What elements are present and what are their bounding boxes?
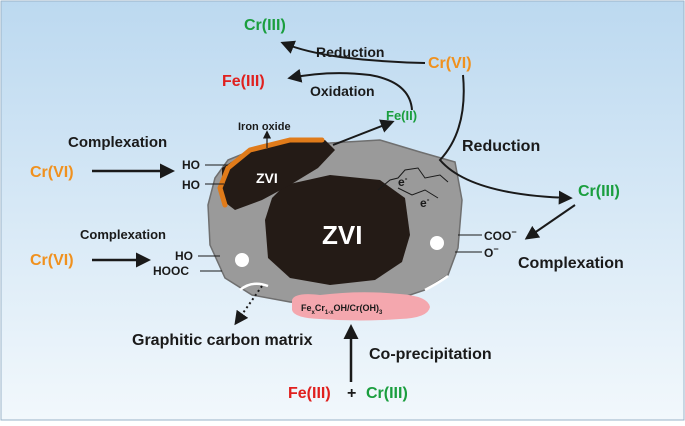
pore-right <box>430 236 444 250</box>
label-cr6-left-top: Cr(VI) <box>30 164 74 181</box>
label-complexation-right: Complexation <box>518 255 624 272</box>
arrow-cr3-complexation <box>524 204 576 240</box>
label-cr6-top: Cr(VI) <box>428 55 472 72</box>
label-complexation-left-mid: Complexation <box>80 227 166 242</box>
label-plus: + <box>347 385 356 402</box>
label-graphitic-carbon: Graphitic carbon matrix <box>132 332 313 349</box>
label-coo: COO− <box>484 227 517 243</box>
crack-mark-right <box>424 274 449 292</box>
precipitate-blob <box>292 292 430 321</box>
label-electron-1: e- <box>398 174 408 189</box>
label-complexation-left-top: Complexation <box>68 134 167 151</box>
zvi-core-small <box>222 140 335 210</box>
label-fe3-top: Fe(III) <box>222 73 265 90</box>
pore-left <box>235 253 249 267</box>
label-hooc: HOOC <box>153 264 189 278</box>
label-reduction-top: Reduction <box>316 44 384 60</box>
label-ho-2: HO <box>182 178 200 192</box>
label-cr6-left-mid: Cr(VI) <box>30 252 74 269</box>
label-ho-1: HO <box>182 158 200 172</box>
crack-mark-left <box>239 282 269 291</box>
label-fe3-bottom: Fe(III) <box>288 385 331 402</box>
label-cr3-top: Cr(III) <box>244 17 286 34</box>
label-iron-oxide: Iron oxide <box>238 121 291 133</box>
electron-path <box>377 167 449 191</box>
label-co-precipitation: Co-precipitation <box>369 346 492 363</box>
arrow-reduction-top <box>280 40 426 64</box>
label-o-minus: O− <box>484 244 499 260</box>
arrow-fe2-release <box>332 119 395 146</box>
label-ho-3: HO <box>175 249 193 263</box>
label-cr3-right: Cr(III) <box>578 183 620 200</box>
label-fe2: Fe(II) <box>386 108 417 123</box>
label-reduction-right: Reduction <box>462 138 540 155</box>
iron-oxide-layer <box>217 137 325 208</box>
label-zvi-big: ZVI <box>322 220 362 250</box>
label-electron-2: e- <box>420 195 430 210</box>
arrow-reduction-right <box>438 74 573 205</box>
label-oxidation: Oxidation <box>310 83 375 99</box>
label-precipitate-formula: FexCr1-xOH/Cr(OH)3 <box>301 303 383 316</box>
label-cr3-bottom: Cr(III) <box>366 385 408 402</box>
arrow-oxidation <box>287 68 413 111</box>
zvi-core-large <box>265 175 410 285</box>
label-zvi-small: ZVI <box>256 170 278 186</box>
electron-path-2 <box>397 187 439 199</box>
